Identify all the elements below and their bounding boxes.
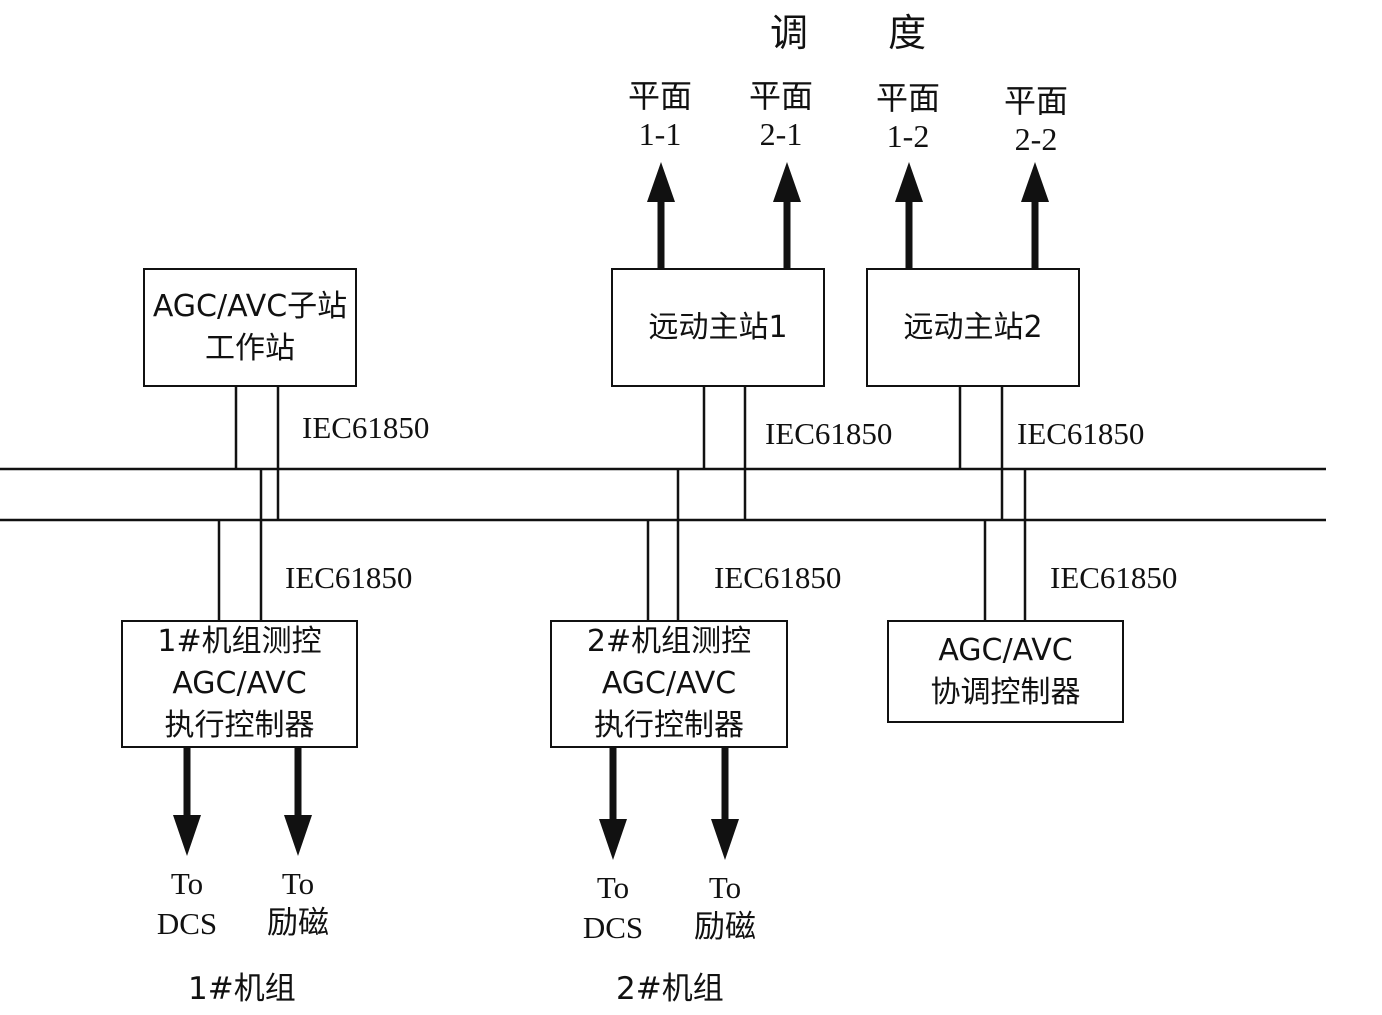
arrow-head-unit2-dcs [599,819,627,860]
plane-label-2-2: 平面 2-2 [996,85,1076,155]
dispatch-label: 调 度 [770,11,961,55]
arrow-head-plane-1-1 [647,162,675,202]
plane-1-1-line1: 平面 [627,77,692,115]
telecontrol-master-1-box: 远动主站1 [611,268,825,387]
protocol-label-substation: IEC61850 [302,410,430,445]
protocol-label-unit2: IEC61850 [714,560,842,595]
protocol-label-coordination: IEC61850 [1050,560,1178,595]
output-unit2-dcs-line2: DCS [582,910,644,945]
plane-2-2-line1: 平面 [1003,82,1068,120]
unit1-box-line1: 1#机组测控 [157,624,322,659]
plane-2-2-line2: 2-2 [1014,121,1058,157]
protocol-label-telecontrol-2: IEC61850 [1017,416,1145,451]
substation-box-line1: AGC/AVC子站 [152,288,348,324]
unit2-box-line2: AGC/AVC [601,666,737,701]
output-unit2-excitation-line1: To [708,870,742,905]
unit2-label: 2#机组 [616,971,724,1007]
output-unit1-excitation-line1: To [281,866,315,901]
substation-box-line2: 工作站 [205,330,295,366]
plane-2-1-line2: 2-1 [759,116,803,152]
agc-avc-coordination-controller-box: AGC/AVC 协调控制器 [887,620,1124,723]
output-unit1-dcs: To DCS [145,868,229,939]
telecontrol-master-2-box: 远动主站2 [866,268,1080,387]
unit1-box-line3: 执行控制器 [164,708,315,743]
unit2-box-line1: 2#机组测控 [586,624,752,659]
output-unit2-excitation-line2: 励磁 [694,909,756,945]
unit1-label: 1#机组 [188,971,296,1007]
plane-label-2-1: 平面 2-1 [741,80,821,150]
output-unit1-dcs-line2: DCS [156,906,218,941]
plane-1-2-line2: 1-2 [886,118,930,154]
output-unit1-excitation-line2: 励磁 [267,905,329,941]
arrow-head-plane-1-2 [895,162,923,202]
protocol-label-unit1: IEC61850 [285,560,413,595]
arrow-head-plane-2-2 [1021,162,1049,202]
agc-avc-substation-workstation-box: AGC/AVC子站 工作站 [143,268,357,387]
output-unit1-excitation: To 励磁 [256,868,340,939]
unit2-agc-avc-controller-box: 2#机组测控 AGC/AVC 执行控制器 [550,620,788,748]
arrow-head-unit1-dcs [173,815,201,856]
telecontrol-1-label: 远动主站1 [648,309,788,345]
output-unit2-dcs-line1: To [596,870,630,905]
arrow-head-unit2-excitation [711,819,739,860]
unit1-box-line2: AGC/AVC [172,666,307,701]
coordination-box-line2: 协调控制器 [930,674,1081,710]
plane-1-1-line2: 1-1 [638,116,682,152]
telecontrol-2-label: 远动主站2 [903,309,1043,345]
coordination-box-line1: AGC/AVC [938,632,1073,668]
output-unit1-dcs-line1: To [170,866,204,901]
output-unit2-excitation: To 励磁 [683,872,767,943]
protocol-label-telecontrol-1: IEC61850 [765,416,893,451]
output-unit2-dcs: To DCS [571,872,655,943]
plane-1-2-line1: 平面 [875,79,940,117]
arrow-head-unit1-excitation [284,815,312,856]
plane-label-1-2: 平面 1-2 [868,82,948,152]
unit1-agc-avc-controller-box: 1#机组测控 AGC/AVC 执行控制器 [121,620,358,748]
plane-label-1-1: 平面 1-1 [620,80,700,150]
plane-2-1-line1: 平面 [748,77,813,115]
unit2-box-line3: 执行控制器 [594,708,744,743]
arrow-head-plane-2-1 [773,162,801,202]
